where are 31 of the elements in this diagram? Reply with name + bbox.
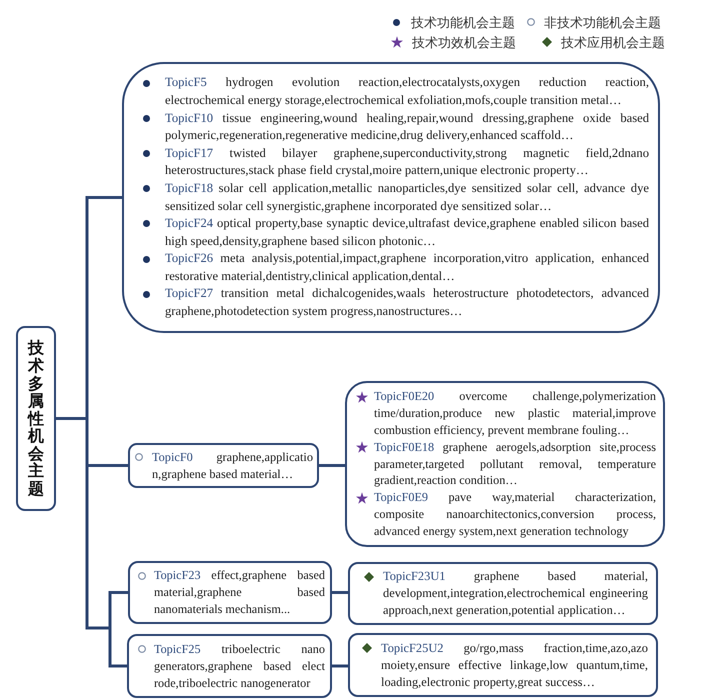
- topic-text: TopicF0 graphene,applicatio n,graphene based material…: [152, 450, 313, 480]
- topic-text: TopicF27 transition metal dichalcogenides,waals heterostructure photodetectors, advanced graphene,photodetection system progress,nanostructures…: [165, 286, 649, 318]
- topic-text: TopicF0E18 graphene aerogels,adsorption site,process parameter,targeted pollutant removal, temperature gradient,reaction condition…: [374, 440, 656, 488]
- vertical-title: 技术多属性机会主题: [28, 339, 44, 498]
- topic-text: TopicF0E9 pave way,material characterization, composite nanoarchitectonics,conversion process, advanced energy system,next generation technology: [374, 490, 656, 538]
- rounded-box: [122, 62, 660, 333]
- rounded-box: [128, 443, 319, 488]
- legend-text: 技术功能机会主题: [411, 15, 515, 32]
- rounded-box: [16, 326, 56, 511]
- topic-text: TopicF23U1 graphene based material, development,integration,electrochemical engineering approach,next generation,potential application…: [383, 569, 648, 617]
- topic-text: TopicF26 meta analysis,potential,impact,graphene incorporation,vitro application, enhanced restorative material,dentistry,clinical application,dental…: [165, 251, 649, 283]
- topic-text: TopicF25 triboelectric nano generators,graphene based elect rode,triboelectric nanogenerator: [154, 642, 325, 690]
- legend-text: 技术应用机会主题: [561, 35, 665, 52]
- connector-line: [319, 464, 345, 467]
- topic-text: TopicF23 effect,graphene based material,graphene based nanomaterials mechanism...: [154, 568, 325, 616]
- topic-text: TopicF10 tissue engineering,wound healing,repair,wound dressing,graphene oxide based polymeric,regeneration,regenerative medicine,drug delivery,enhanced scaffold…: [165, 110, 649, 142]
- topic-text: TopicF24 optical property,base synaptic device,ultrafast device,graphene enabled silicon based high speed,density,graphene based silicon photonic…: [165, 216, 649, 248]
- rounded-box: [348, 562, 658, 625]
- topic-text: TopicF5 hydrogen evolution reaction,electrocatalysts,oxygen reduction reaction, electrochemical energy storage,electrochemical exfoliation,mofs,couple transition metal…: [165, 75, 649, 107]
- topic-text: TopicF25U2 go/rgo,mass fraction,time,azo,azo moiety,ensure effective linkage,low quantum,time, loading,electronic property,great success…: [381, 640, 648, 688]
- rounded-box: [345, 381, 665, 547]
- connector-line: [332, 664, 348, 668]
- rounded-box: [128, 561, 332, 624]
- legend-text: 技术功效机会主题: [412, 35, 516, 52]
- rounded-box: [127, 634, 332, 698]
- topic-text: TopicF18 solar cell application,metallic nanoparticles,dye sensitized solar cell, advance dye sensitized solar cell synergistic,graphene incorporated dye sensitized solar…: [165, 180, 649, 212]
- rounded-box: [348, 633, 658, 697]
- topic-text: TopicF0E20 overcome challenge,polymerization time/duration,produce new plastic material,improve combustion efficiency, prevent membrane fouling…: [374, 389, 656, 437]
- legend-text: 非技术功能机会主题: [544, 15, 661, 32]
- connector-line: [332, 591, 348, 594]
- topic-text: TopicF17 twisted bilayer graphene,superconductivity,strong magnetic field,2dnano heterostructures,stack phase field crystal,moire pattern,unique electronic property…: [165, 146, 649, 178]
